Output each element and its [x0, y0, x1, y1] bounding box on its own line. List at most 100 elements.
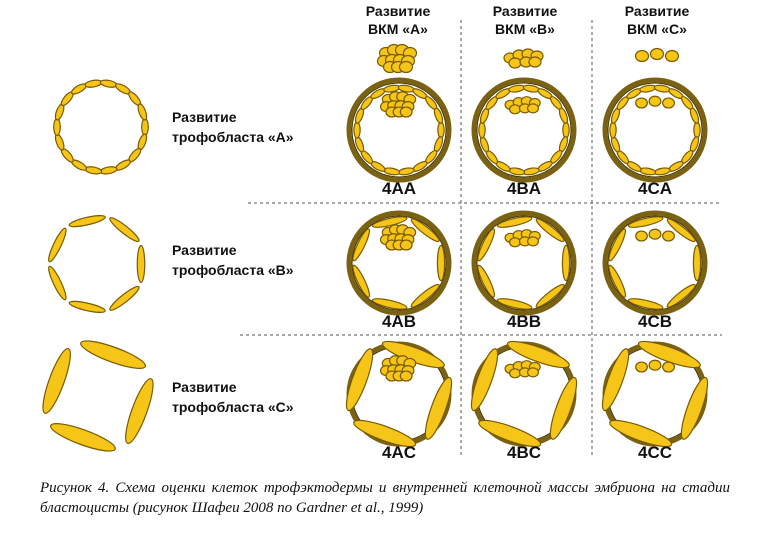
trophectoderm-cell	[125, 378, 154, 445]
blastocyst-4cc	[601, 340, 709, 448]
trophectoderm-cell	[433, 107, 444, 124]
trophectoderm-cell	[478, 121, 486, 139]
trophectoderm-cell	[410, 283, 440, 308]
trophectoderm-cell	[693, 121, 701, 139]
trophectoderm-cell	[99, 79, 118, 88]
trophectoderm-cell	[627, 216, 664, 228]
trophectoderm-cell	[137, 103, 148, 121]
zona-pellucida	[346, 77, 452, 183]
trophectoderm-cell	[371, 216, 408, 228]
zona-inner-edge	[476, 82, 572, 178]
trophoblast-c-ring	[42, 340, 154, 452]
trophectoderm-cell	[68, 215, 106, 228]
trophoblast-a-ring	[53, 79, 149, 175]
trophectoderm-cell	[49, 423, 116, 452]
trophectoderm-cell	[48, 265, 67, 301]
icm-cell	[662, 230, 675, 242]
trophectoderm-cell	[653, 84, 671, 93]
trophectoderm-cell	[608, 264, 627, 298]
row-label-b-line2: трофобласта «B»	[172, 262, 294, 278]
trophectoderm-cell	[437, 121, 445, 139]
trophectoderm-cell	[371, 298, 408, 310]
trophectoderm-cell	[397, 167, 415, 176]
icm-cell	[526, 103, 539, 114]
icm-cell	[526, 367, 539, 378]
code-4ca: 4CA	[638, 179, 672, 198]
code-4ba: 4BA	[507, 179, 541, 198]
icm-cell	[509, 104, 522, 115]
trophectoderm-cell	[54, 133, 65, 151]
icm-cell	[648, 228, 662, 240]
icm-cell	[664, 49, 680, 63]
trophectoderm-cell	[609, 121, 617, 139]
blastocyst-4ac	[345, 340, 453, 448]
trophectoderm-cell	[601, 348, 630, 412]
zona-inner-edge	[351, 215, 447, 311]
trophectoderm-cell	[692, 244, 702, 282]
trophectoderm-cell	[68, 300, 106, 313]
trophectoderm-cell	[522, 167, 540, 176]
trophectoderm-cell	[109, 217, 140, 243]
code-4ac: 4AC	[382, 443, 416, 462]
icm-cell	[399, 239, 413, 251]
zona-pellucida	[346, 210, 452, 316]
zona-pellucida	[602, 210, 708, 316]
trophectoderm-cell	[84, 166, 103, 175]
trophectoderm-cell	[470, 348, 499, 412]
icm-cell	[648, 359, 662, 371]
trophectoderm-cell	[637, 340, 701, 369]
row-label-b-line1: Развитие	[172, 242, 237, 258]
trophectoderm-cell	[639, 167, 657, 176]
icm-cell	[635, 361, 648, 373]
trophectoderm-cell	[345, 348, 374, 412]
icm-cell	[635, 230, 648, 242]
trophectoderm-cell	[535, 283, 565, 308]
trophectoderm-cell	[42, 347, 71, 414]
trophectoderm-cell	[666, 218, 696, 243]
code-4cb: 4CB	[638, 312, 672, 331]
col-header-c-line1: Развитие	[625, 3, 690, 19]
trophectoderm-cell	[410, 218, 440, 243]
zona-inner-edge	[351, 82, 447, 178]
icm-cell	[398, 60, 414, 74]
col-header-a-line2: ВКМ «A»	[368, 21, 428, 37]
trophectoderm-cell	[680, 376, 709, 440]
icm-cell	[662, 97, 675, 109]
row-label-c-line2: трофобласта «C»	[172, 399, 294, 415]
trophectoderm-cell	[689, 107, 700, 124]
blastocyst-grading-diagram: Развитие ВКМ «A» Развитие ВКМ «B» Развит…	[42, 3, 722, 462]
zona-pellucida	[602, 77, 708, 183]
trophectoderm-cell	[136, 244, 146, 284]
blastocyst-4bb	[471, 210, 577, 316]
zona-inner-edge	[476, 215, 572, 311]
row-label-a-line2: трофобласта «A»	[172, 129, 294, 145]
zona-inner-edge	[607, 82, 703, 178]
trophectoderm-cell	[478, 419, 542, 448]
zona-inner-edge	[607, 215, 703, 311]
icm-cell	[508, 57, 522, 69]
blastocyst-4ca	[602, 77, 708, 183]
icm-cell	[528, 56, 542, 68]
trophectoderm-cell	[436, 244, 446, 282]
trophectoderm-cell	[141, 118, 149, 136]
icm-cell	[399, 370, 413, 382]
trophectoderm-cell	[353, 121, 361, 139]
icm-cell	[526, 236, 539, 247]
trophectoderm-cell	[535, 218, 565, 243]
trophectoderm-cell	[508, 167, 526, 176]
icm-cell	[634, 49, 650, 63]
icm-cell	[635, 97, 648, 109]
trophectoderm-cell	[424, 376, 453, 440]
trophectoderm-cell	[353, 419, 417, 448]
row-label-c-line1: Развитие	[172, 379, 237, 395]
blastocyst-4bc	[470, 340, 578, 448]
icm-cell	[509, 368, 522, 379]
trophectoderm-cell	[506, 340, 570, 369]
trophectoderm-cell	[80, 340, 147, 369]
icm-c-cluster	[634, 47, 680, 63]
icm-a-cluster	[376, 43, 418, 74]
trophectoderm-cell	[477, 228, 496, 262]
trophectoderm-cell	[496, 298, 533, 310]
trophectoderm-cell	[562, 121, 570, 139]
blastocyst-4ab	[346, 210, 452, 316]
